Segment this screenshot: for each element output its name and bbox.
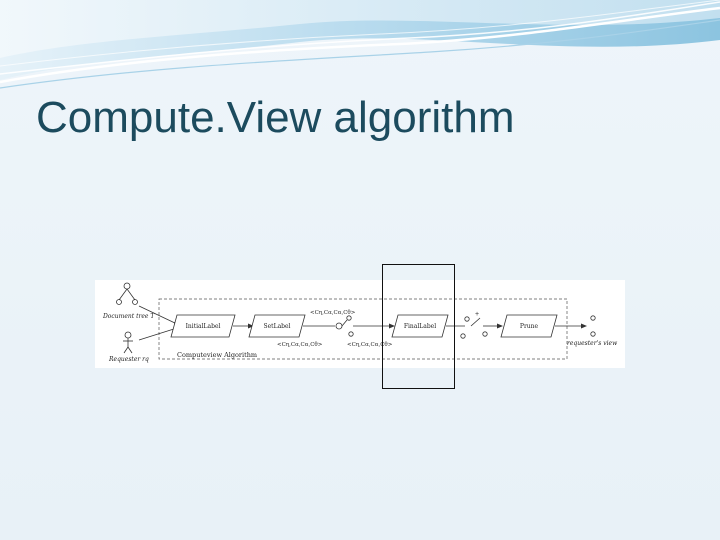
wave-banner <box>0 0 720 95</box>
end-label: requester's view <box>567 340 618 347</box>
finallabel-highlight-box <box>382 264 455 389</box>
computeview-diagram: Computeview Algorithm Document tree T Re… <box>95 262 635 382</box>
data-label-top: <Cη,Cα,Cα,Cθ> <box>310 310 356 316</box>
data-label-bottom-left: <Cη,Cα,Cα,Cθ> <box>277 342 323 348</box>
stick-figure-icon <box>123 332 133 353</box>
decision-node-icon <box>336 316 353 336</box>
process-initial-text: InitialLabel <box>186 323 221 330</box>
document-tree-label: Document tree T <box>102 313 155 320</box>
slide-title: Compute.View algorithm <box>36 88 515 148</box>
decision-node-icon: + <box>461 311 487 338</box>
document-tree-icon <box>117 283 138 305</box>
svg-text:+: + <box>475 311 479 318</box>
requester-label: Requester rq <box>108 356 149 363</box>
process-prune-text: Prune <box>520 323 539 330</box>
output-node-icon <box>591 316 595 336</box>
container-label: Computeview Algorithm <box>177 351 257 359</box>
process-set-text: SetLabel <box>264 323 291 330</box>
